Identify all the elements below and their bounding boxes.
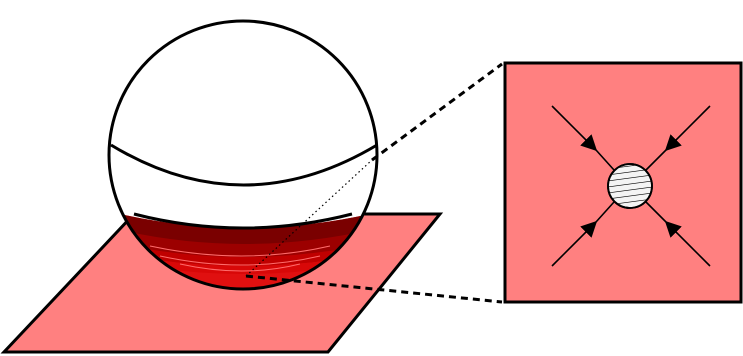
leader-line-top xyxy=(372,64,502,160)
